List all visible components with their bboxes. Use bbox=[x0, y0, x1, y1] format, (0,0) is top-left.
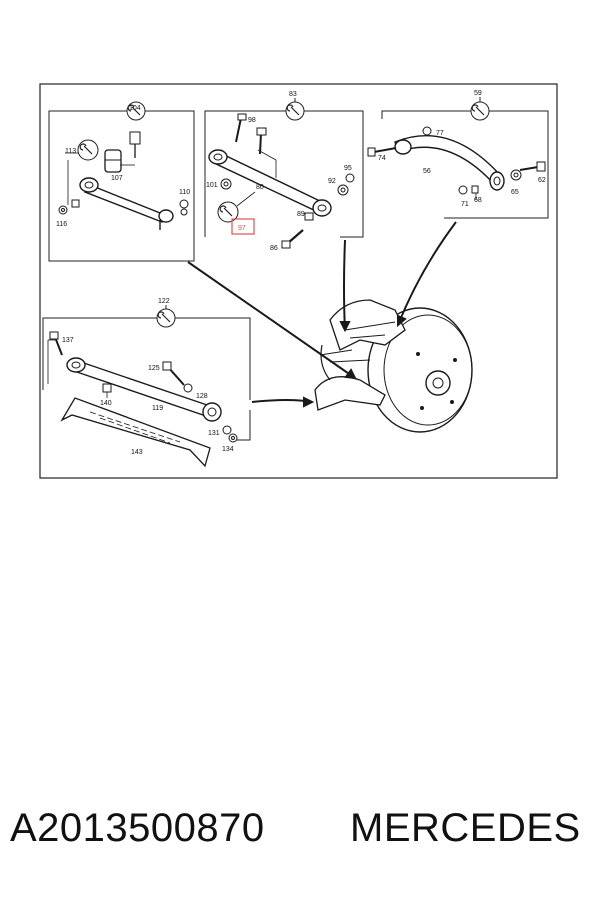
group-59: 59 77 74 56 62 65 71 68 bbox=[367, 90, 549, 219]
group-104-box bbox=[48, 110, 195, 262]
group-104: 104 113 107 116 110 bbox=[48, 101, 195, 262]
callout-104: 104 bbox=[129, 105, 141, 112]
callout-97-highlighted: 97 bbox=[238, 225, 246, 232]
callout-80: 80 bbox=[256, 184, 264, 191]
callout-125: 125 bbox=[148, 365, 160, 372]
callout-131: 131 bbox=[208, 430, 220, 437]
callout-62: 62 bbox=[538, 177, 546, 184]
callout-140: 140 bbox=[100, 400, 112, 407]
callout-116: 116 bbox=[56, 221, 67, 228]
wheel-hub-assembly bbox=[314, 299, 473, 433]
callout-137: 137 bbox=[62, 337, 74, 344]
callout-107: 107 bbox=[111, 175, 123, 182]
callout-95: 95 bbox=[344, 165, 352, 172]
callout-92: 92 bbox=[328, 178, 336, 185]
parts-diagram: 104 113 107 116 110 83 bbox=[39, 83, 558, 479]
brand-name: MERCEDES bbox=[350, 806, 581, 850]
callout-74: 74 bbox=[378, 155, 386, 162]
callout-71: 71 bbox=[461, 201, 469, 208]
callout-56: 56 bbox=[423, 168, 431, 175]
callout-83: 83 bbox=[289, 91, 297, 98]
callout-65: 65 bbox=[511, 189, 519, 196]
pointer-arrows bbox=[187, 221, 457, 408]
callout-134: 134 bbox=[222, 446, 234, 453]
callout-68: 68 bbox=[474, 197, 482, 204]
callout-101: 101 bbox=[206, 182, 218, 189]
callout-89: 89 bbox=[297, 211, 305, 218]
group-59-box bbox=[381, 110, 549, 219]
callout-59: 59 bbox=[474, 90, 482, 97]
part-number: A2013500870 bbox=[10, 806, 265, 850]
callout-128: 128 bbox=[196, 393, 208, 400]
group-122: 122 137 125 128 140 119 131 134 1 bbox=[42, 298, 251, 468]
callout-98: 98 bbox=[248, 117, 256, 124]
callout-110: 110 bbox=[179, 189, 190, 196]
highlight-box-97 bbox=[231, 218, 255, 235]
callout-119: 119 bbox=[152, 405, 163, 412]
callout-113: 113 bbox=[65, 148, 76, 155]
callout-77: 77 bbox=[436, 130, 444, 137]
callout-143: 143 bbox=[131, 449, 143, 456]
group-83-box bbox=[204, 110, 364, 238]
group-83: 83 98 101 80 95 92 89 bbox=[204, 91, 364, 252]
callout-122: 122 bbox=[158, 298, 170, 305]
product-caption: A2013500870 MERCEDES bbox=[0, 800, 600, 870]
group-122-box bbox=[42, 317, 251, 441]
callout-86: 86 bbox=[270, 245, 278, 252]
